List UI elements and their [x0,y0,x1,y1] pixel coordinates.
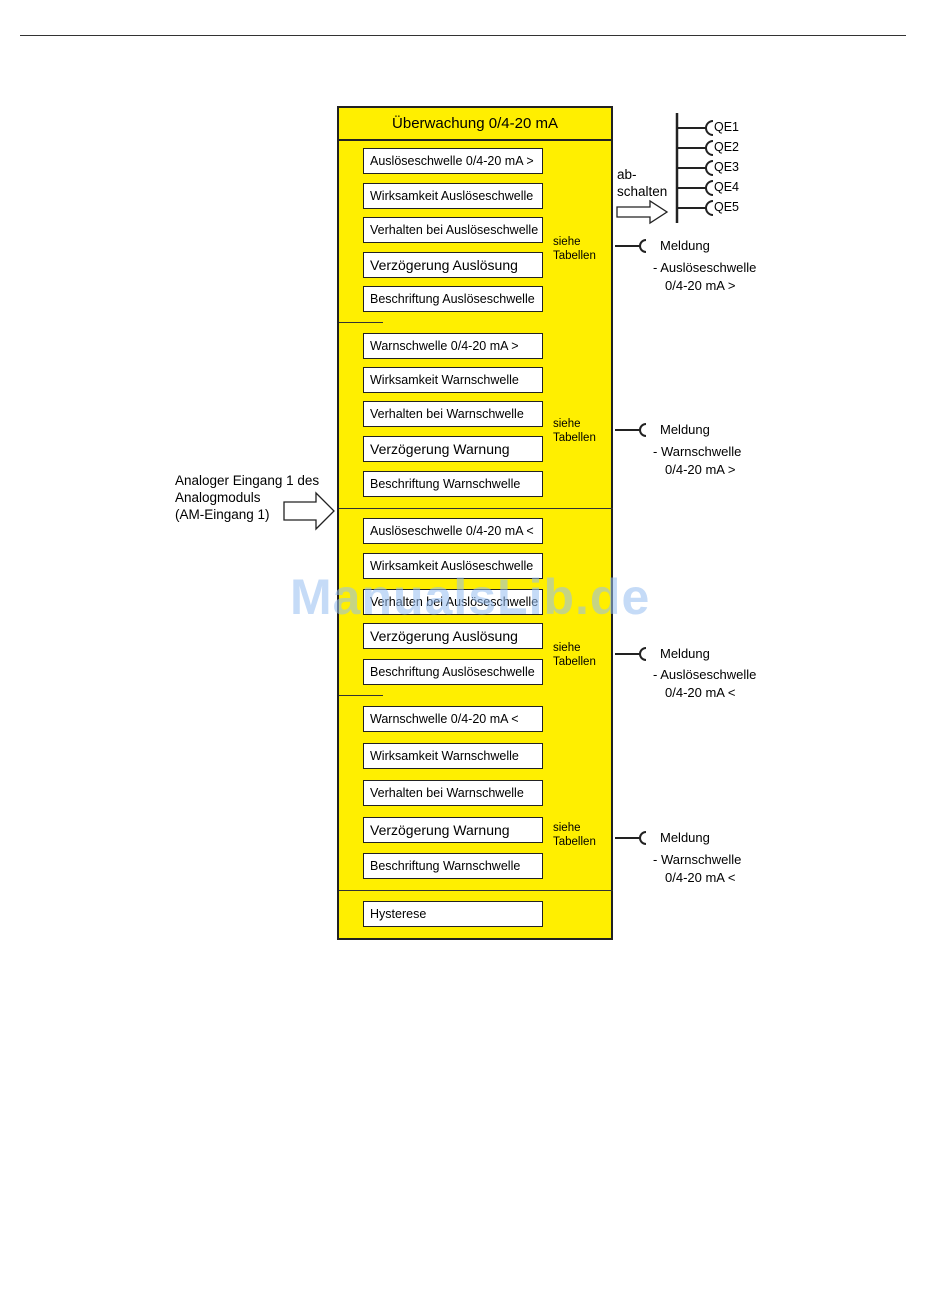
separator-short [339,695,383,696]
field-wirksamkeit-warnschwelle: Wirksamkeit Warnschwelle [363,743,543,769]
field-wirksamkeit-ausloeseschwelle: Wirksamkeit Auslöseschwelle [363,183,543,209]
output-meldung: Meldung [660,238,710,253]
field-beschriftung-warnschwelle: Beschriftung Warnschwelle [363,471,543,497]
qe5-label: QE5 [714,200,740,214]
output-description: - Warnschwelle 0/4-20 mA < [653,852,742,885]
field-wirksamkeit-warnschwelle: Wirksamkeit Warnschwelle [363,367,543,393]
separator-full [339,508,613,509]
field-beschriftung-ausloeseschwelle: Beschriftung Auslöseschwelle [363,286,543,312]
output-description: - Auslöseschwelle 0/4-20 mA < [653,667,757,700]
field-hysterese: Hysterese [363,901,543,927]
qe3-label: QE3 [714,160,740,174]
panel-title: Überwachung 0/4-20 mA [339,108,611,141]
output-meldung: Meldung [660,422,710,437]
field-verhalten-ausloeseschwelle: Verhalten bei Auslöseschwelle [363,589,543,615]
field-verzoegerung-ausloesung: Verzögerung Auslösung [363,252,543,278]
field-verzoegerung-warnung: Verzögerung Warnung [363,817,543,843]
separator-full [339,890,613,891]
field-verhalten-ausloeseschwelle: Verhalten bei Auslöseschwelle [363,217,543,243]
field-verhalten-warnschwelle: Verhalten bei Warnschwelle [363,780,543,806]
output-description: - Warnschwelle 0/4-20 mA > [653,444,742,477]
top-rule [20,35,906,36]
field-beschriftung-ausloeseschwelle: Beschriftung Auslöseschwelle [363,659,543,685]
watermark: ManualsLib.de [290,569,651,625]
field-ausloeseschwelle-gt: Auslöseschwelle 0/4-20 mA > [363,148,543,174]
field-ausloeseschwelle-lt: Auslöseschwelle 0/4-20 mA < [363,518,543,544]
input-label: Analoger Eingang 1 des Analogmoduls (AM-… [175,473,320,522]
field-verzoegerung-warnung: Verzögerung Warnung [363,436,543,462]
qe2-label: QE2 [714,140,740,154]
output-description: - Auslöseschwelle 0/4-20 mA > [653,260,757,293]
output-meldung: Meldung [660,646,710,661]
separator-short [339,322,383,323]
field-warnschwelle-lt: Warnschwelle 0/4-20 mA < [363,706,543,732]
qe4-label: QE4 [714,180,740,194]
qe1-label: QE1 [714,120,740,134]
field-warnschwelle-gt: Warnschwelle 0/4-20 mA > [363,333,543,359]
output-meldung: Meldung [660,830,710,845]
field-wirksamkeit-ausloeseschwelle: Wirksamkeit Auslöseschwelle [363,553,543,579]
field-verhalten-warnschwelle: Verhalten bei Warnschwelle [363,401,543,427]
field-beschriftung-warnschwelle: Beschriftung Warnschwelle [363,853,543,879]
abschalten-label: ab- schalten [617,167,668,199]
field-verzoegerung-ausloesung: Verzögerung Auslösung [363,623,543,649]
